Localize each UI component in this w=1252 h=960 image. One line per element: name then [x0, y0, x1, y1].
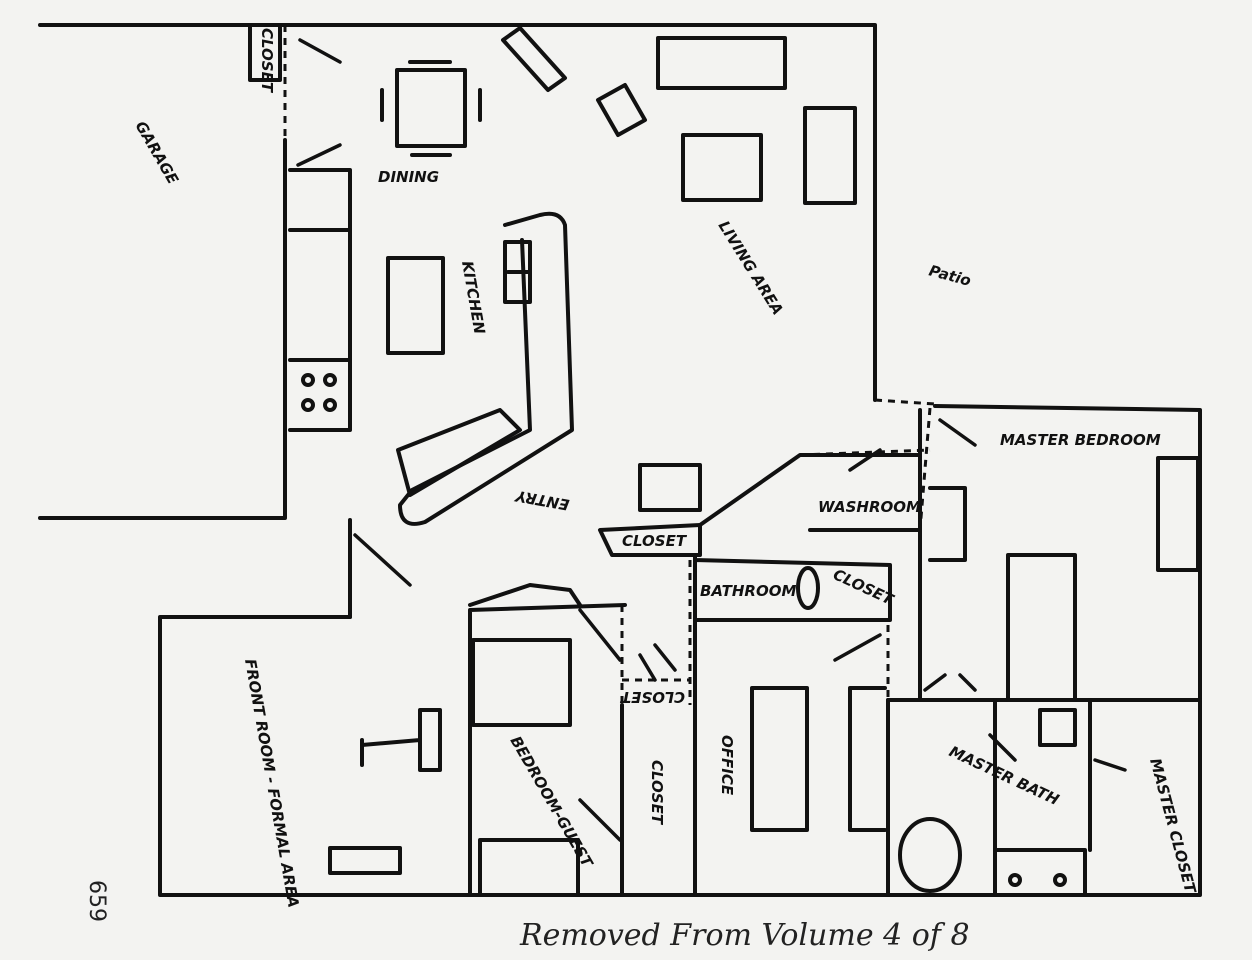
closet-top-label: CLOSET: [258, 28, 276, 94]
bathroom-label: BATHROOM: [700, 582, 796, 600]
front-room-label: FRONT ROOM - FORMAL AREA: [241, 658, 303, 909]
closet-entry-label: CLOSET: [622, 532, 688, 550]
washroom-label: WASHROOM: [818, 498, 921, 516]
kitchen-label: KITCHEN: [458, 260, 489, 336]
master-closet-label: MASTER CLOSET: [1146, 756, 1200, 896]
handwritten-annotation: Removed From Volume 4 of 8: [519, 918, 970, 953]
patio-label: Patio: [927, 261, 973, 289]
doors: [296, 38, 1127, 842]
walls: [38, 23, 1202, 897]
living-label: LIVING AREA: [715, 218, 787, 319]
dining-label: DINING: [378, 168, 439, 186]
stove-burners-icon: [301, 373, 337, 412]
page-number: 659: [84, 880, 109, 922]
closet-guest-label: CLOSET: [648, 760, 666, 826]
office-label: OFFICE: [718, 735, 736, 796]
master-bedroom-label: MASTER BEDROOM: [1000, 431, 1161, 449]
room-labels: CLOSET DINING GARAGE KITCHEN LIVING AREA…: [132, 28, 1200, 909]
furniture: [301, 26, 1200, 895]
closet-hall-label: CLOSET: [619, 688, 685, 706]
entry-label: ENTRY: [512, 486, 570, 513]
garage-label: GARAGE: [132, 118, 183, 188]
master-bath-label: MASTER BATH: [946, 742, 1062, 809]
closet-bath-label: CLOSET: [830, 565, 897, 609]
